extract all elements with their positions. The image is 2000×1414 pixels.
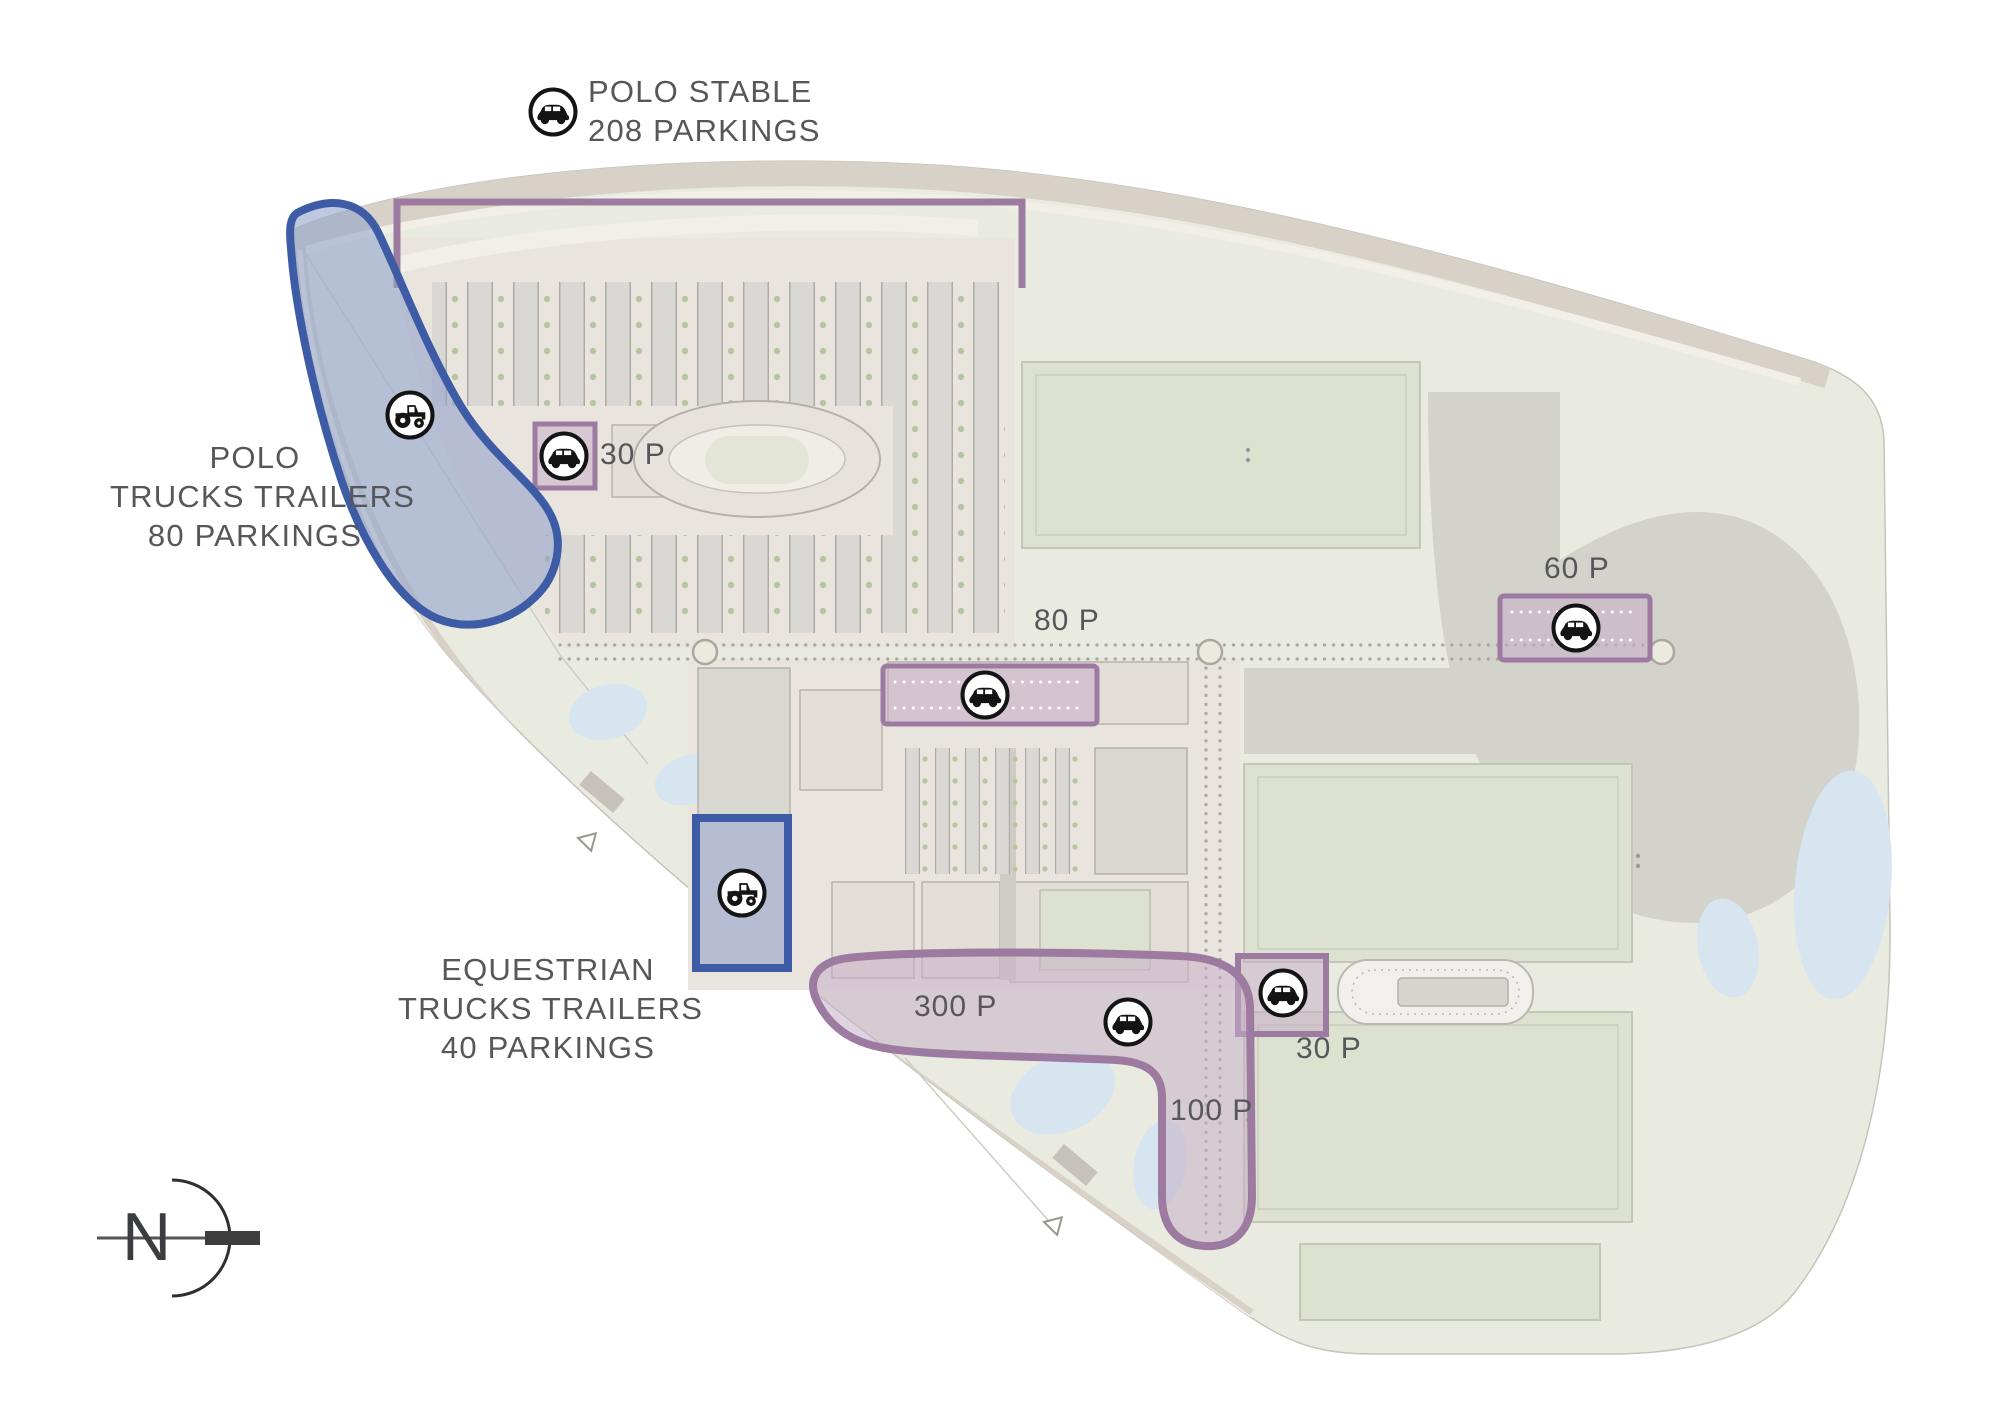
polo-trucks-label: POLO TRUCKS TRAILERS 80 PARKINGS bbox=[110, 438, 416, 555]
parking-count-60p: 60 P bbox=[1544, 552, 1610, 585]
polo-trucks-label-line3: 80 PARKINGS bbox=[147, 518, 363, 553]
parking-count-100p: 100 P bbox=[1170, 1094, 1254, 1127]
polo-trucks-label-line2: TRUCKS TRAILERS bbox=[110, 479, 416, 514]
stable-entry-road bbox=[396, 214, 979, 273]
parking-count-80p: 80 P bbox=[1034, 604, 1100, 637]
parking-count-300p: 300 P bbox=[914, 990, 998, 1023]
parking-count-30p-arena: 30 P bbox=[1296, 1032, 1362, 1065]
polo-stable-bracket bbox=[393, 198, 1026, 288]
arenas bbox=[1021, 361, 1641, 1321]
oval-track bbox=[611, 400, 881, 518]
parking-count-30p-stable: 30 P bbox=[600, 438, 666, 471]
north-arrow bbox=[97, 1178, 260, 1298]
north-road bbox=[287, 161, 1836, 389]
equestrian-trucks-label-line3: 40 PARKINGS bbox=[440, 1030, 656, 1065]
polo-stable-label: POLO STABLE 208 PARKINGS bbox=[588, 72, 821, 150]
horse-walker bbox=[1337, 959, 1534, 1025]
boundary-markers bbox=[576, 770, 1098, 1237]
polo-stable-label-line1: POLO STABLE bbox=[588, 74, 813, 109]
equestrian-trucks-label-line1: EQUESTRIAN bbox=[441, 952, 655, 987]
stable-buildings bbox=[432, 282, 1005, 633]
polo-trucks-label-line1: POLO bbox=[209, 440, 301, 475]
north-letter: N bbox=[122, 1199, 172, 1275]
polo-stable-label-line2: 208 PARKINGS bbox=[588, 113, 821, 148]
equestrian-trucks-label-line2: TRUCKS TRAILERS bbox=[398, 991, 704, 1026]
equestrian-trucks-label: EQUESTRIAN TRUCKS TRAILERS 40 PARKINGS bbox=[398, 950, 704, 1067]
service-band bbox=[1244, 668, 1632, 754]
